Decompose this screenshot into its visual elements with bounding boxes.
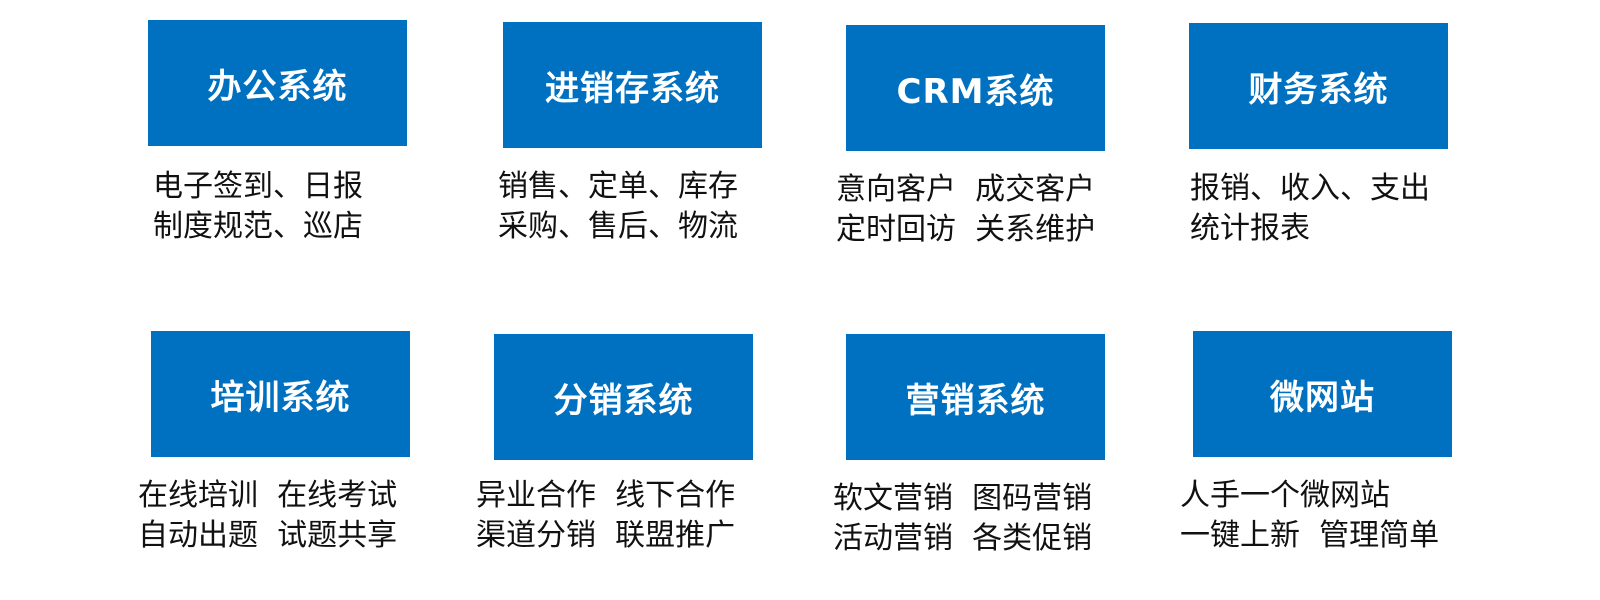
- desc-line: 采购、售后、物流: [498, 209, 738, 244]
- module-training: 培训系统: [151, 331, 410, 457]
- module-title: CRM系统: [896, 71, 1055, 112]
- desc-line: 活动营销 各类促销: [833, 521, 1093, 556]
- module-title: 进销存系统: [545, 68, 720, 109]
- module-crm: CRM系统: [846, 25, 1105, 151]
- module-title: 微网站: [1270, 377, 1375, 418]
- desc-line: 自动出题 试题共享: [138, 518, 398, 553]
- desc-line: 销售、定单、库存: [498, 169, 738, 204]
- desc-line: 电子签到、日报: [153, 169, 363, 204]
- desc-line: 在线培训 在线考试: [138, 478, 398, 513]
- desc-line: 人手一个微网站: [1180, 478, 1390, 513]
- module-microsite: 微网站: [1193, 331, 1452, 457]
- module-finance-desc: 报销、收入、支出统计报表: [1190, 169, 1430, 249]
- module-inventory: 进销存系统: [503, 22, 762, 148]
- module-finance: 财务系统: [1189, 23, 1448, 149]
- desc-line: 异业合作 线下合作: [476, 478, 736, 513]
- desc-line: 统计报表: [1190, 211, 1310, 246]
- desc-line: 报销、收入、支出: [1190, 171, 1430, 206]
- module-microsite-desc: 人手一个微网站一键上新 管理简单: [1180, 476, 1439, 556]
- module-office: 办公系统: [148, 20, 407, 146]
- module-marketing: 营销系统: [846, 334, 1105, 460]
- module-title: 培训系统: [210, 377, 351, 418]
- desc-line: 软文营销 图码营销: [833, 481, 1093, 516]
- module-marketing-desc: 软文营销 图码营销活动营销 各类促销: [833, 479, 1092, 559]
- module-title: 营销系统: [905, 380, 1046, 421]
- desc-line: 渠道分销 联盟推广: [476, 518, 736, 553]
- module-title: 分销系统: [553, 380, 694, 421]
- module-inventory-desc: 销售、定单、库存采购、售后、物流: [498, 167, 738, 247]
- module-title: 财务系统: [1248, 69, 1389, 110]
- desc-line: 一键上新 管理简单: [1180, 518, 1440, 553]
- module-training-desc: 在线培训 在线考试自动出题 试题共享: [138, 476, 397, 556]
- module-distribution-desc: 异业合作 线下合作渠道分销 联盟推广: [476, 476, 735, 556]
- desc-line: 意向客户 成交客户: [836, 172, 1096, 207]
- module-title: 办公系统: [207, 66, 348, 107]
- desc-line: 定时回访 关系维护: [836, 212, 1096, 247]
- module-office-desc: 电子签到、日报制度规范、巡店: [153, 167, 363, 247]
- module-crm-desc: 意向客户 成交客户定时回访 关系维护: [836, 170, 1095, 250]
- desc-line: 制度规范、巡店: [153, 209, 363, 244]
- module-distribution: 分销系统: [494, 334, 753, 460]
